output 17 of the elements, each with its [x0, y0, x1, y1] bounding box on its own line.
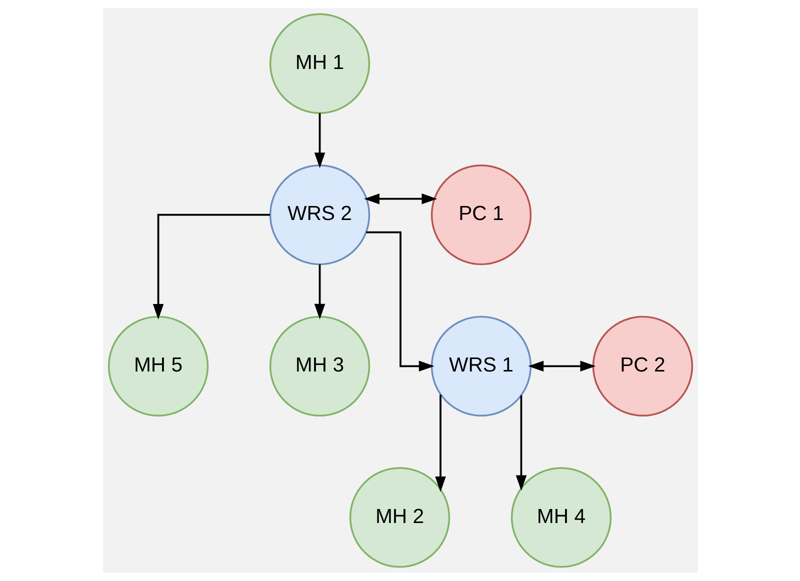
- arrow: [314, 264, 325, 320]
- node-circle: MH 5: [107, 316, 208, 416]
- arrow: [364, 193, 437, 204]
- arrow: [515, 395, 526, 491]
- arrow: [152, 214, 270, 320]
- node-circle: WRS 1: [430, 316, 532, 416]
- node-circle: MH 4: [510, 467, 612, 568]
- arrow: [434, 394, 446, 492]
- arrow: [366, 231, 434, 372]
- arrow: [314, 113, 325, 168]
- node-circle: MH 1: [268, 13, 370, 114]
- node-circle: MH 3: [268, 316, 370, 416]
- node-circle: PC 2: [592, 316, 693, 416]
- arrow: [528, 360, 596, 372]
- node-circle: WRS 2: [268, 164, 370, 266]
- node-circle: PC 1: [430, 164, 532, 266]
- node-circle: MH 2: [348, 467, 450, 568]
